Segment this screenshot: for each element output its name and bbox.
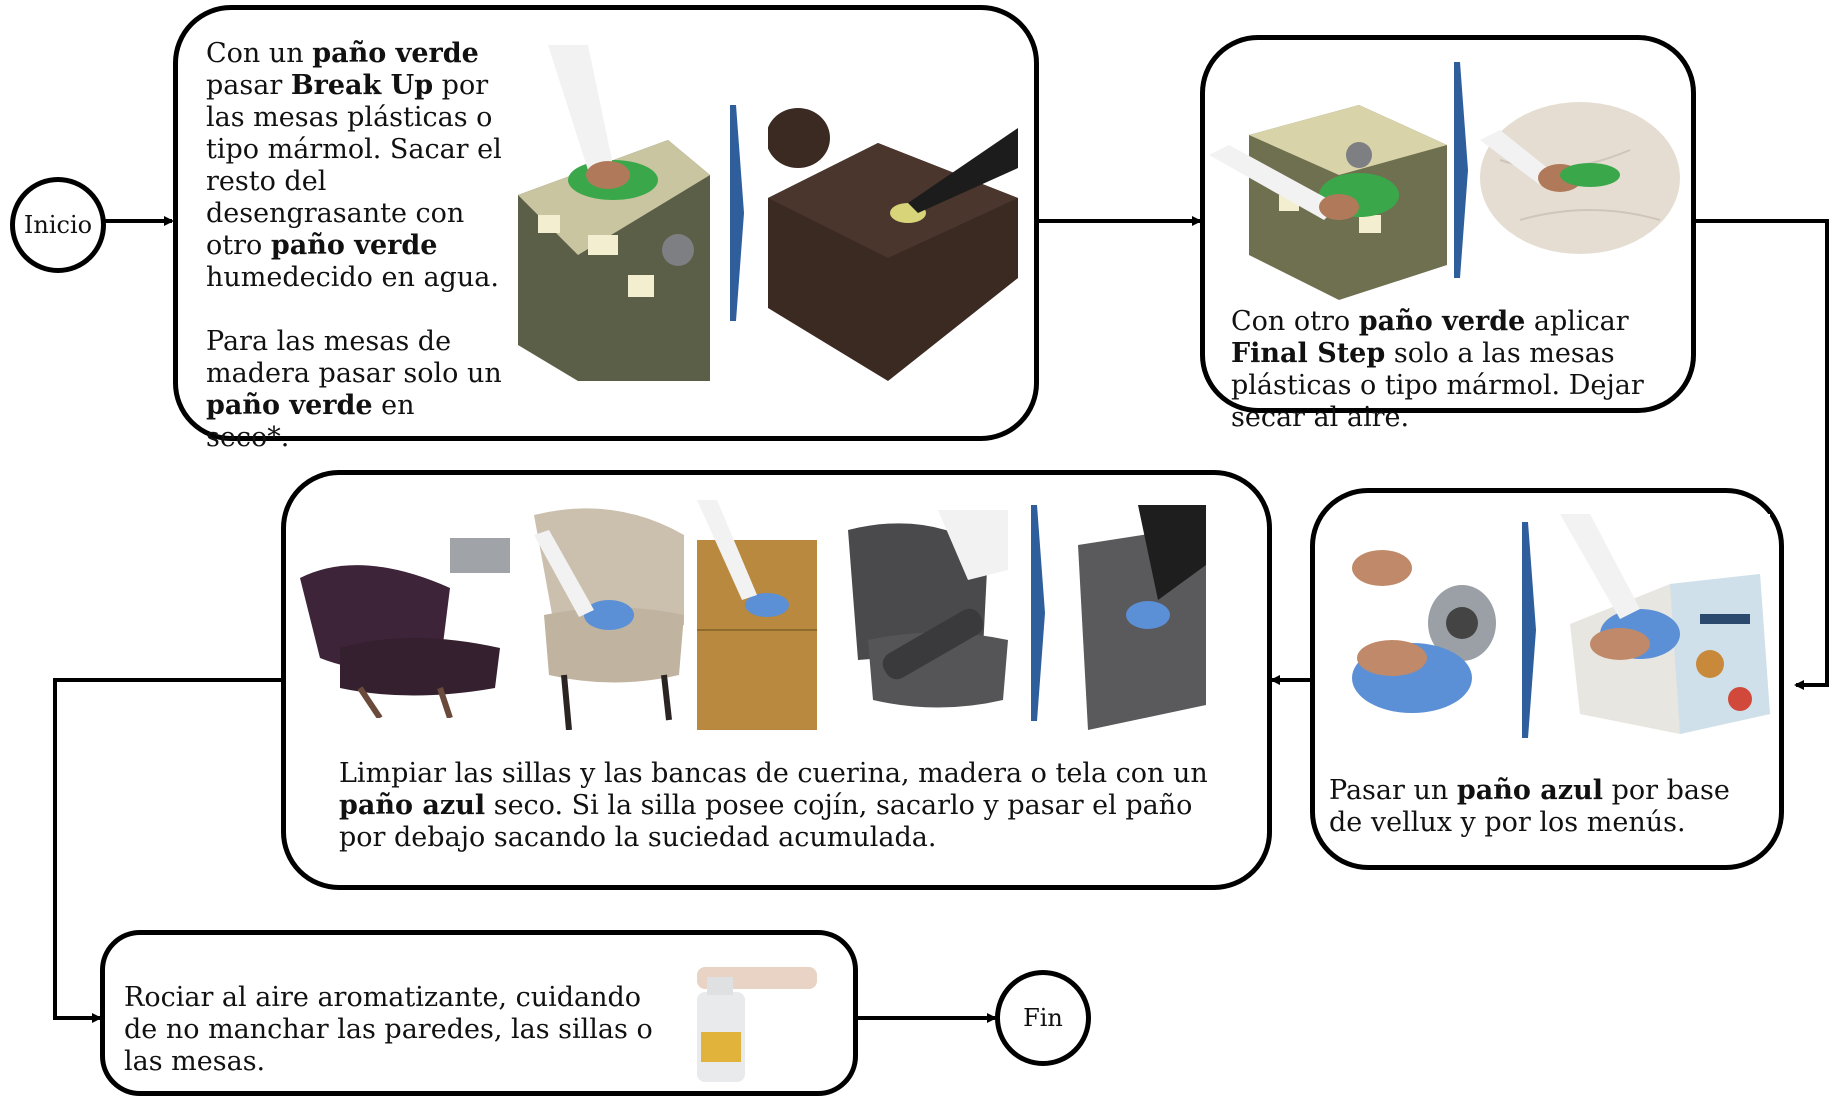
- chevron-step2: [1454, 62, 1470, 282]
- photo-glass-cube-wipe: [1209, 95, 1447, 300]
- chevron-step3: [1522, 522, 1538, 742]
- step2-text: Con otro paño verde aplicar Final Step s…: [1231, 306, 1644, 433]
- photo-purple-chair: [300, 538, 510, 718]
- photo-spray-bottle: [657, 952, 817, 1082]
- photo-leather-chair: [534, 505, 686, 730]
- step1-paragraph2: Para las mesas de madera pasar solo un p…: [206, 326, 502, 453]
- start-label: Inicio: [23, 211, 93, 239]
- photo-fabric-cushion: [1078, 505, 1206, 730]
- photo-fabric-chair: [848, 510, 1008, 735]
- step3-text: Pasar un paño azul por base de vellux y …: [1329, 775, 1730, 838]
- photo-glass-table-wipe: [518, 45, 710, 381]
- step1-paragraph1: Con un paño verde pasar Break Up por las…: [206, 38, 502, 293]
- photo-vellux-base: [1352, 528, 1500, 738]
- step1-text: Con un paño verde pasar Break Up por las…: [206, 38, 506, 454]
- step4-text: Limpiar las sillas y las bancas de cueri…: [339, 758, 1208, 853]
- photo-wood-table-wipe: [768, 108, 1018, 381]
- chevron-step4: [1031, 505, 1047, 725]
- end-label: Fin: [1023, 1004, 1063, 1032]
- end-node: Fin: [995, 970, 1091, 1066]
- photo-marble-table-wipe: [1480, 100, 1680, 255]
- step5-text: Rociar al aire aromatizante, cuidando de…: [124, 982, 653, 1077]
- photo-leather-bench: [697, 500, 817, 730]
- start-node: Inicio: [10, 177, 106, 273]
- arrow-step4-to-step5: [53, 678, 281, 1023]
- photo-menu-wipe: [1560, 514, 1770, 738]
- chevron-step1: [730, 105, 746, 325]
